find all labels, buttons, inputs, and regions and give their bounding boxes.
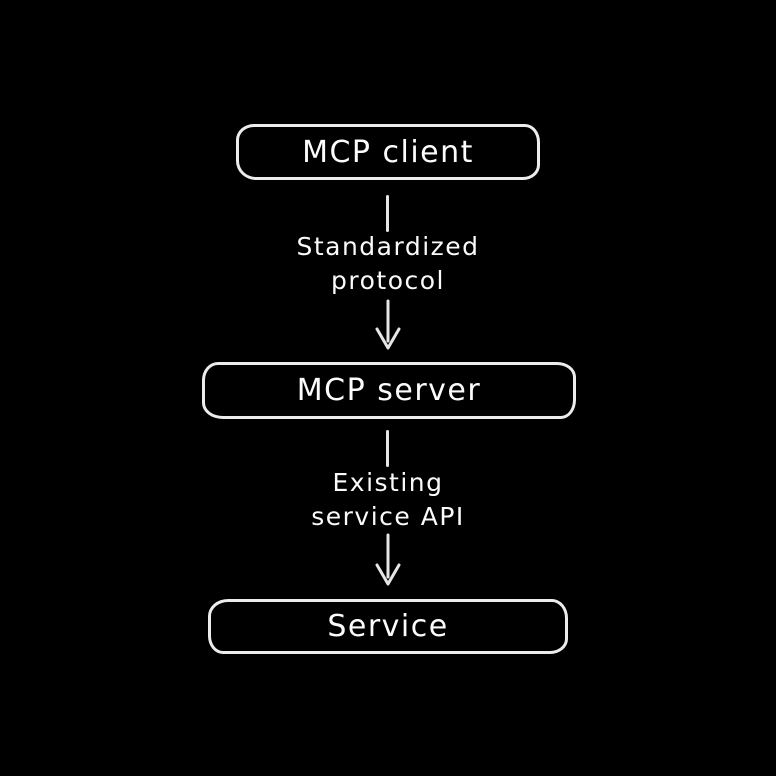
edge-1-label-line-2: protocol — [331, 266, 445, 295]
node-mcp-server: MCP server — [202, 362, 576, 419]
node-service-label: Service — [327, 609, 449, 644]
edge-2-label-line-2: service API — [311, 502, 465, 531]
edge-1-line — [386, 195, 389, 232]
node-service: Service — [208, 599, 568, 654]
edge-2-line — [386, 430, 389, 467]
edge-1-label-line-1: Standardized — [296, 232, 480, 261]
node-mcp-server-label: MCP server — [296, 373, 482, 408]
edge-2-label-line-1: Existing — [332, 468, 444, 497]
edge-1-label: Standardized protocol — [218, 230, 558, 298]
edge-2-label: Existing service API — [218, 466, 558, 534]
down-arrow-icon — [375, 299, 401, 350]
down-arrow-icon — [375, 533, 401, 586]
node-mcp-client-label: MCP client — [302, 134, 474, 170]
node-mcp-client: MCP client — [236, 124, 540, 180]
